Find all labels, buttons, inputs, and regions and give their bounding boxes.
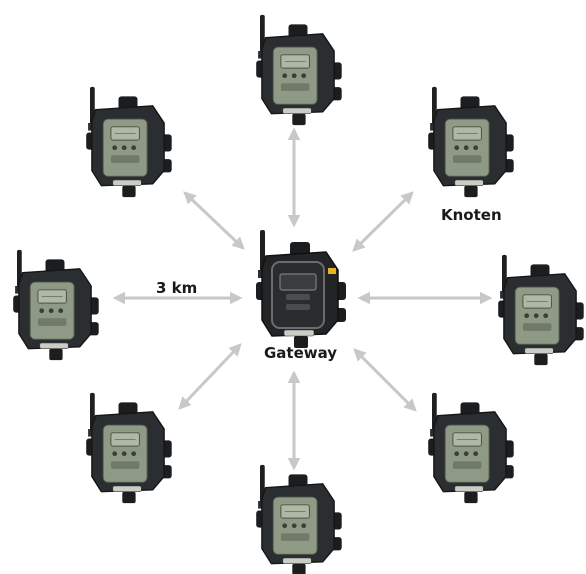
wireless-node-icon [85,86,173,198]
node-label: Knoten [441,206,502,224]
wireless-node-icon [427,392,515,504]
wireless-gateway-icon [255,229,347,349]
wireless-node-icon [255,14,343,126]
range-label: 3 km [156,279,198,297]
wireless-node-icon [497,254,585,366]
link-arrow-top-right [352,191,414,252]
wireless-node-icon [255,464,343,574]
wireless-node-icon [427,86,515,198]
link-arrow-top-left [183,191,245,250]
wireless-node-icon [85,392,173,504]
link-arrow-bottom-right [353,348,417,412]
wireless-node-icon [12,249,100,361]
gateway-label: Gateway [264,344,338,362]
link-arrow-bottom-left [178,343,242,410]
